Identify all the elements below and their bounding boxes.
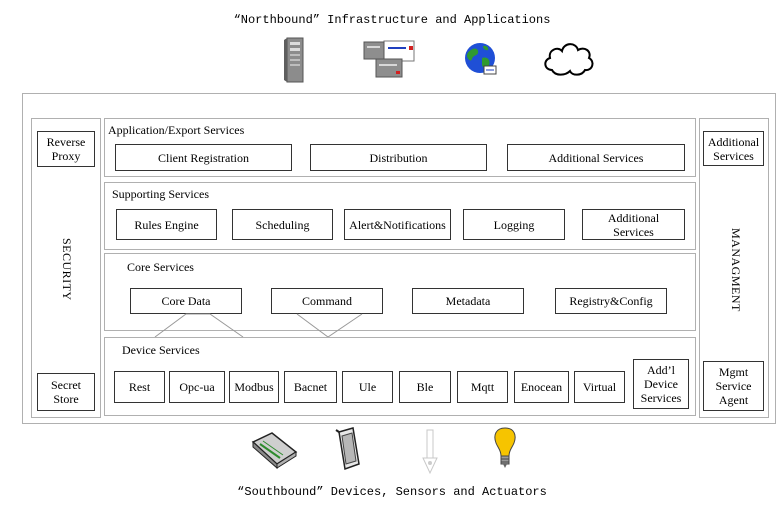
cloud-icon (540, 36, 596, 80)
bacnet-box: Bacnet (284, 371, 337, 403)
management-label: MANAGMENT (729, 228, 743, 312)
ule-box: Ule (342, 371, 393, 403)
reverse-proxy-box: Reverse Proxy (37, 131, 95, 167)
logging-box: Logging (463, 209, 565, 240)
ble-box: Ble (399, 371, 451, 403)
tablet-device-icon (333, 424, 363, 472)
additional-device-services-box: Add’l Device Services (633, 359, 689, 409)
mqtt-box: Mqtt (457, 371, 508, 403)
opc-ua-box: Opc-ua (169, 371, 225, 403)
additional-services-supporting-box: Additional Services (582, 209, 685, 240)
server-icon (283, 36, 305, 84)
security-label: SECURITY (60, 238, 74, 301)
command-box: Command (271, 288, 383, 314)
metadata-box: Metadata (412, 288, 524, 314)
rest-box: Rest (114, 371, 165, 403)
security-column (31, 118, 101, 418)
gateway-device-icon (250, 430, 298, 470)
registry-config-box: Registry&Config (555, 288, 667, 314)
application-export-title: Application/Export Services (108, 123, 245, 137)
core-services-title: Core Services (127, 260, 194, 274)
modbus-box: Modbus (229, 371, 279, 403)
additional-services-box: Additional Services (507, 144, 685, 171)
distribution-box: Distribution (310, 144, 487, 171)
client-registration-box: Client Registration (115, 144, 292, 171)
secret-store-box: Secret Store (37, 373, 95, 411)
globe-icon (462, 40, 498, 76)
server-rack-icon (362, 38, 417, 80)
additional-services-side-box: Additional Services (703, 131, 764, 166)
supporting-services-title: Supporting Services (112, 187, 209, 201)
enocean-box: Enocean (514, 371, 569, 403)
rules-engine-box: Rules Engine (116, 209, 217, 240)
northbound-caption: “Northbound” Infrastructure and Applicat… (233, 13, 551, 27)
core-data-box: Core Data (130, 288, 242, 314)
alert-notifications-box: Alert&Notifications (344, 209, 451, 240)
scheduling-box: Scheduling (232, 209, 333, 240)
southbound-caption: “Southbound” Devices, Sensors and Actuat… (237, 485, 547, 499)
sensor-probe-icon (419, 428, 441, 476)
device-services-title: Device Services (122, 343, 200, 357)
virtual-box: Virtual (574, 371, 625, 403)
mgmt-service-agent-box: Mgmt Service Agent (703, 361, 764, 411)
light-bulb-icon (492, 426, 518, 470)
